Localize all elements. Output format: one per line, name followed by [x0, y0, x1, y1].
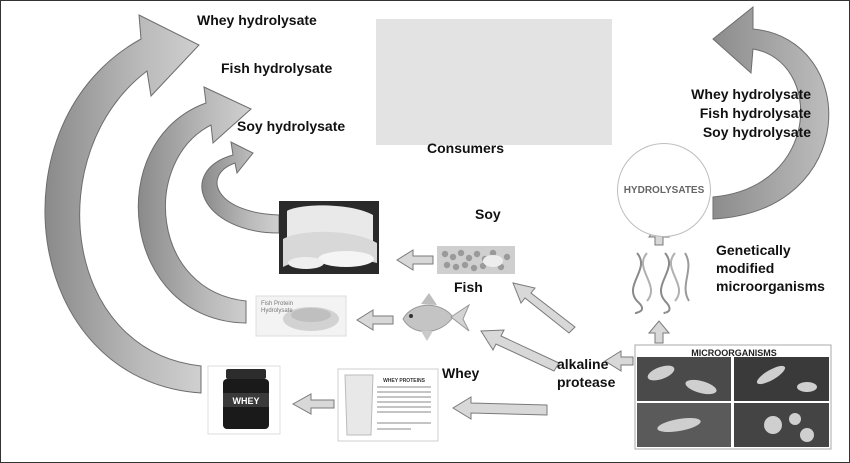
whey-tub-text: WHEY	[232, 396, 260, 406]
fish-hydrolysate-label: Fish hydrolysate	[221, 60, 333, 76]
right-whey-label: Whey hydrolysate	[691, 86, 811, 102]
fish-hydrolysate-arc	[137, 86, 252, 324]
fish-label: Fish	[454, 279, 483, 295]
fish-protein-powder-image	[255, 295, 347, 337]
whey-powder-bags-image	[279, 201, 379, 274]
arrow-protease-to-fish	[480, 329, 560, 372]
microorganisms-image	[634, 344, 832, 450]
whey-protein-card-image	[337, 368, 439, 442]
goldfish-image	[402, 293, 471, 341]
whey-label: Whey	[442, 365, 480, 381]
whey-card-title: WHEY PROTEINS	[383, 378, 425, 384]
arrow-micro-to-protease	[604, 350, 634, 372]
dna-helix-image	[627, 249, 695, 315]
arrow-whey-to-tub	[291, 393, 335, 415]
consumers-panel	[376, 19, 612, 145]
arrow-protease-to-whey	[452, 396, 548, 420]
enzyme-label-line2: protease	[557, 374, 616, 390]
arrow-protease-to-soy	[512, 282, 576, 334]
flow-arrows	[291, 222, 671, 420]
right-soy-label: Soy hydrolysate	[702, 124, 811, 140]
microorganisms-title: MICROORGANISMS	[691, 348, 777, 358]
hydrolysates-label: HYDROLYSATES	[623, 184, 705, 196]
whey-hydrolysate-arc	[44, 14, 202, 394]
enzyme-label-line1: alkaline	[557, 356, 609, 372]
soy-hydrolysate-arc	[201, 141, 280, 234]
hydrolysates-circle: HYDROLYSATES	[617, 143, 711, 237]
soy-label: Soy	[475, 206, 501, 222]
right-cycle-arc	[712, 5, 830, 220]
arrow-micro-to-dna	[647, 320, 671, 344]
soybeans-image	[437, 246, 515, 274]
gmo-label-line1: Genetically	[716, 242, 791, 258]
arrow-soy-to-bags	[396, 249, 434, 271]
whey-tub-image	[207, 365, 281, 435]
whey-hydrolysate-label: Whey hydrolysate	[197, 12, 317, 28]
right-fish-label: Fish hydrolysate	[699, 105, 811, 121]
gmo-label-line2: modified	[716, 260, 775, 276]
soy-hydrolysate-label: Soy hydrolysate	[237, 118, 346, 134]
gmo-label-line3: microorganisms	[716, 278, 825, 294]
fish-powder-caption: Fish Protein Hydrolysate	[261, 301, 294, 314]
consumers-label: Consumers	[427, 140, 505, 156]
arrow-fish-to-powder	[356, 309, 394, 331]
